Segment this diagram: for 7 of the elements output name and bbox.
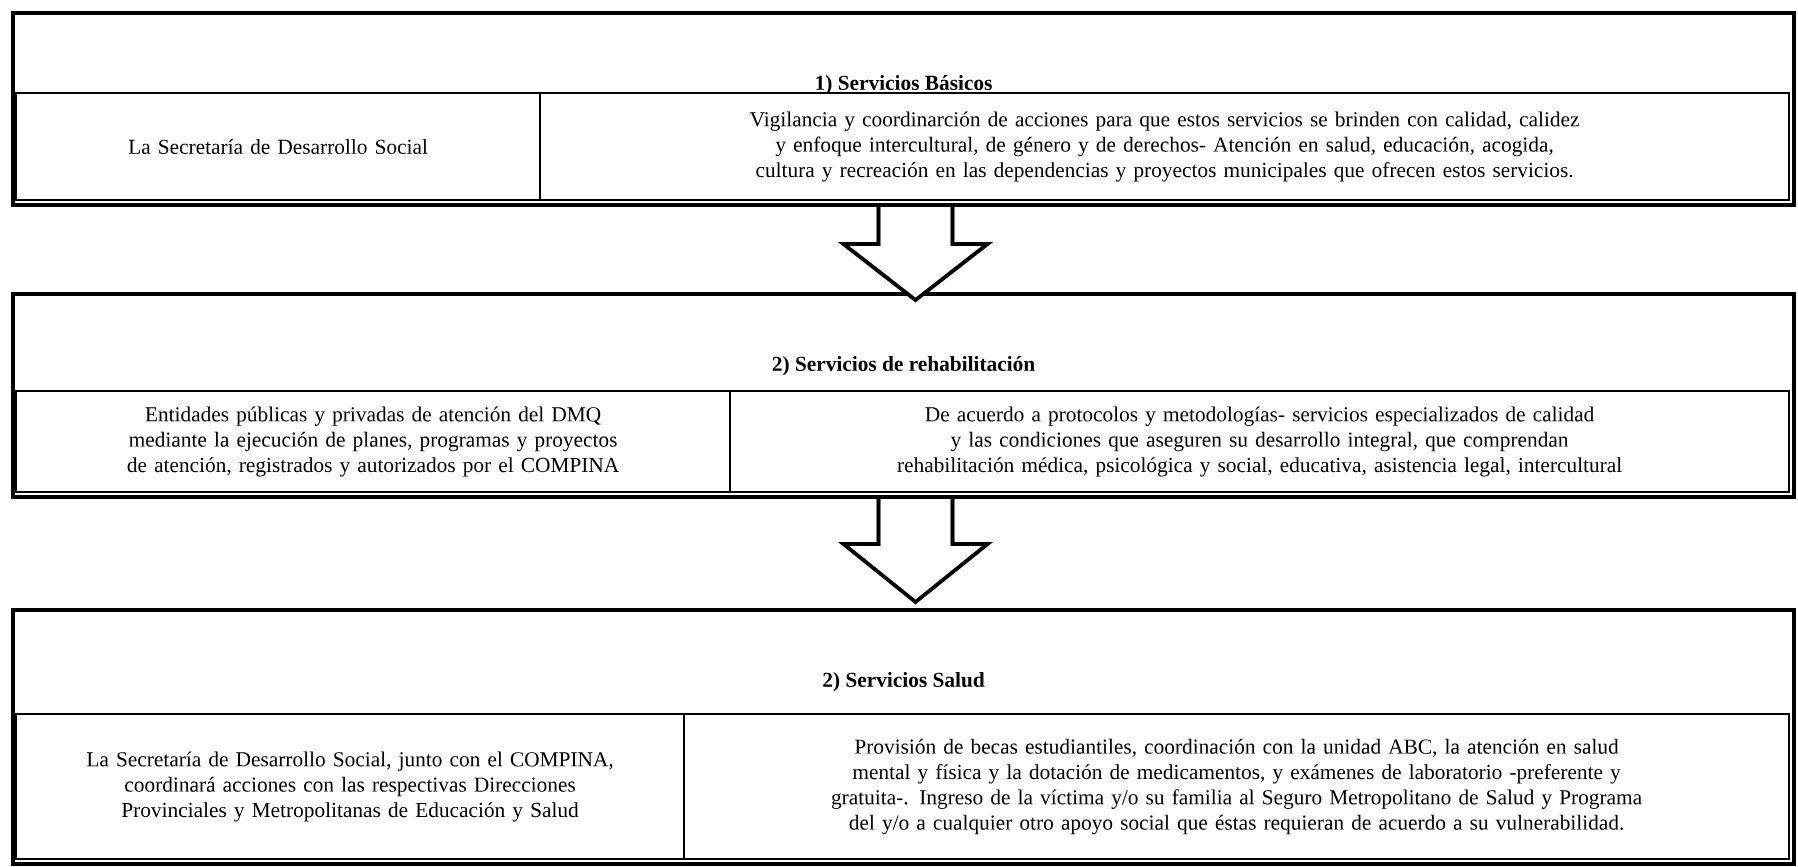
- block-arrow: [837, 205, 994, 303]
- text-cell: Provisión de becas estudiantiles, coordinación con la unidad ABC, la atención en salud mental y física y la dotación de medicamentos, y exámenes de laboratorio -preferente y gratuita-. Ingreso de la víctima y/o su familia al Seguro Metropolitano de Salud y Programa del y/o a cualquier otro apoyo social que éstas requieran de acuerdo a su vulnerabilidad.: [683, 713, 1790, 860]
- text-cell: Entidades públicas y privadas de atención del DMQ mediante la ejecución de planes, programas y proyectos de atención, registrados y autorizados por el COMPINA: [15, 390, 731, 493]
- text-cell: De acuerdo a protocolos y metodologías- servicios especializados de calidad y las condiciones que aseguren su desarrollo integral, que comprendan rehabilitación médica, psicológica y social, educativa, asistencia legal, intercultural: [729, 390, 1790, 493]
- text-cell: La Secretaría de Desarrollo Social, junto con el COMPINA, coordinará acciones con las respectivas Direcciones Provinciales y Metropolitanas de Educación y Salud: [15, 713, 685, 860]
- block-arrow: [837, 497, 994, 605]
- text-cell: La Secretaría de Desarrollo Social: [15, 92, 541, 201]
